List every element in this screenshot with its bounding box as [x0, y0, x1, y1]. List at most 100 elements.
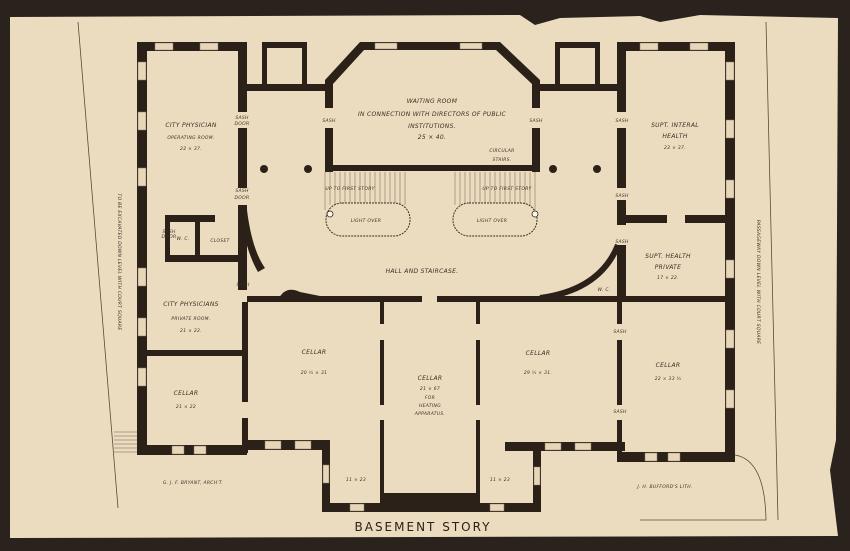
wall-segment — [532, 128, 540, 172]
small-room-right-label: 11 × 23 — [490, 477, 510, 483]
window — [199, 42, 219, 51]
plan-label: DOOR — [235, 195, 250, 201]
plan-label: CELLAR — [174, 390, 199, 397]
up-first-story-left-label: UP TO FIRST STORY — [325, 186, 375, 192]
wall-segment — [137, 42, 147, 455]
cellar-1-label: CELLAR 20 ½ × 31 — [301, 349, 327, 376]
window — [154, 42, 174, 51]
plan-mark — [454, 172, 536, 210]
plan-label: HEALTH — [662, 133, 688, 140]
window — [193, 445, 207, 455]
wall-segment — [137, 445, 247, 455]
window — [689, 42, 709, 51]
wall-segment — [238, 128, 247, 188]
window — [137, 61, 147, 81]
wall-segment — [617, 340, 622, 405]
plan-label: SASH — [529, 118, 543, 124]
window — [639, 42, 659, 51]
supt-health-label: SUPT. INTERAL HEALTH 22 × 37. — [651, 122, 699, 151]
window — [137, 167, 147, 187]
wall-segment — [242, 440, 327, 450]
plan-label: CELLAR — [526, 350, 551, 357]
waiting-room-label: WAITING ROOM IN CONNECTION WITH DIRECTOR… — [358, 98, 507, 141]
plan-label: FOR — [425, 395, 435, 401]
wall-segment — [617, 215, 667, 223]
sash-labels: SASH DOOR SASH DOOR SASH SASH SASH SASH … — [162, 115, 629, 415]
window — [459, 42, 483, 50]
wall-segment — [238, 205, 247, 290]
wall-segment — [476, 302, 480, 324]
wall-segment — [595, 42, 600, 87]
plan-label: IN CONNECTION WITH DIRECTORS OF PUBLIC — [358, 111, 507, 118]
wall-segment — [137, 42, 247, 51]
wall-segment — [380, 340, 384, 405]
hall-label: HALL AND STAIRCASE. — [386, 268, 459, 275]
plan-mark — [531, 210, 539, 218]
wall-segment — [380, 302, 384, 324]
plan-mark — [452, 202, 538, 237]
wall-segment — [137, 350, 245, 356]
wall-segment — [302, 42, 307, 87]
wall-segment — [240, 210, 265, 272]
light-over-left-label: LIGHT OVER — [351, 218, 381, 224]
supt-health-private-label: SUPT. HEALTH PRIVATE 17 × 22. — [645, 253, 691, 281]
plan-label: CIRCULAR — [489, 148, 514, 154]
plan-label: INSTITUTIONS. — [408, 123, 456, 130]
wall-segment — [165, 255, 247, 262]
wall-segment — [549, 165, 557, 173]
plan-label: 22 × 37. — [664, 145, 686, 151]
wall-segment — [617, 200, 626, 225]
wall-segment — [725, 42, 735, 460]
plan-label: DOOR — [235, 121, 250, 127]
plan-label: CITY PHYSICIAN — [165, 122, 217, 129]
plan-mark — [539, 243, 621, 301]
plan-mark — [324, 172, 536, 210]
plan-label: SASH — [615, 239, 629, 245]
wall-segment — [380, 420, 384, 505]
wall-segment — [505, 442, 625, 451]
circular-stairs-label: CIRCULAR STAIRS. — [489, 148, 514, 163]
architect-credit: G. J. F. BRYANT, ARCH'T. — [163, 480, 223, 486]
wall-segment — [620, 42, 735, 51]
wall-segment — [262, 42, 307, 48]
plan-label: 29 ½ × 31. — [524, 369, 552, 376]
plan-label: SUPT. INTERAL — [651, 122, 699, 129]
plan-label: SUPT. HEALTH — [645, 253, 691, 260]
window — [137, 111, 147, 131]
wall-segment — [238, 42, 247, 112]
wall-segment — [617, 420, 622, 455]
plan-label: SASH — [236, 282, 250, 288]
plan-label: SASH — [322, 118, 336, 124]
window — [137, 267, 147, 287]
wall-segment — [304, 165, 312, 173]
plan-label: HEATING — [419, 403, 441, 409]
window — [725, 61, 735, 81]
up-first-story-right-label: UP TO FIRST STORY — [482, 186, 532, 192]
plan-label: 21 × 22. — [180, 328, 202, 334]
plan-label: STAIRS. — [492, 157, 511, 163]
wall-segment — [262, 42, 267, 87]
plan-mark — [326, 210, 334, 218]
plan-label: 21 × 22 — [176, 404, 196, 410]
wall-segment — [242, 418, 248, 453]
window — [137, 317, 147, 337]
plan-label: DOOR — [162, 234, 177, 240]
plan-label: 21 × 67 — [420, 386, 440, 392]
wall-segment — [617, 42, 626, 112]
city-physicians-private-room-label: CITY PHYSICIANS PRIVATE ROOM. 21 × 22. — [163, 301, 218, 334]
wall-segment — [555, 42, 560, 87]
window — [667, 452, 681, 462]
window — [374, 42, 398, 50]
window — [725, 329, 735, 349]
room-labels: WAITING ROOM IN CONNECTION WITH DIRECTOR… — [116, 98, 761, 534]
wall-segment — [437, 296, 735, 302]
city-physician-operating-room-label: CITY PHYSICIAN OPERATING ROOM. 22 × 37. — [165, 122, 217, 152]
wall-segment — [247, 84, 327, 91]
window — [644, 452, 658, 462]
right-side-note: PASSAGEWAY DOWN LEVEL WITH COURT SQUARE — [755, 220, 761, 345]
paper — [10, 15, 838, 538]
plan-label: APPARATUS. — [414, 411, 446, 417]
plan-label: SASH — [162, 229, 176, 235]
plan-mark — [114, 431, 137, 453]
